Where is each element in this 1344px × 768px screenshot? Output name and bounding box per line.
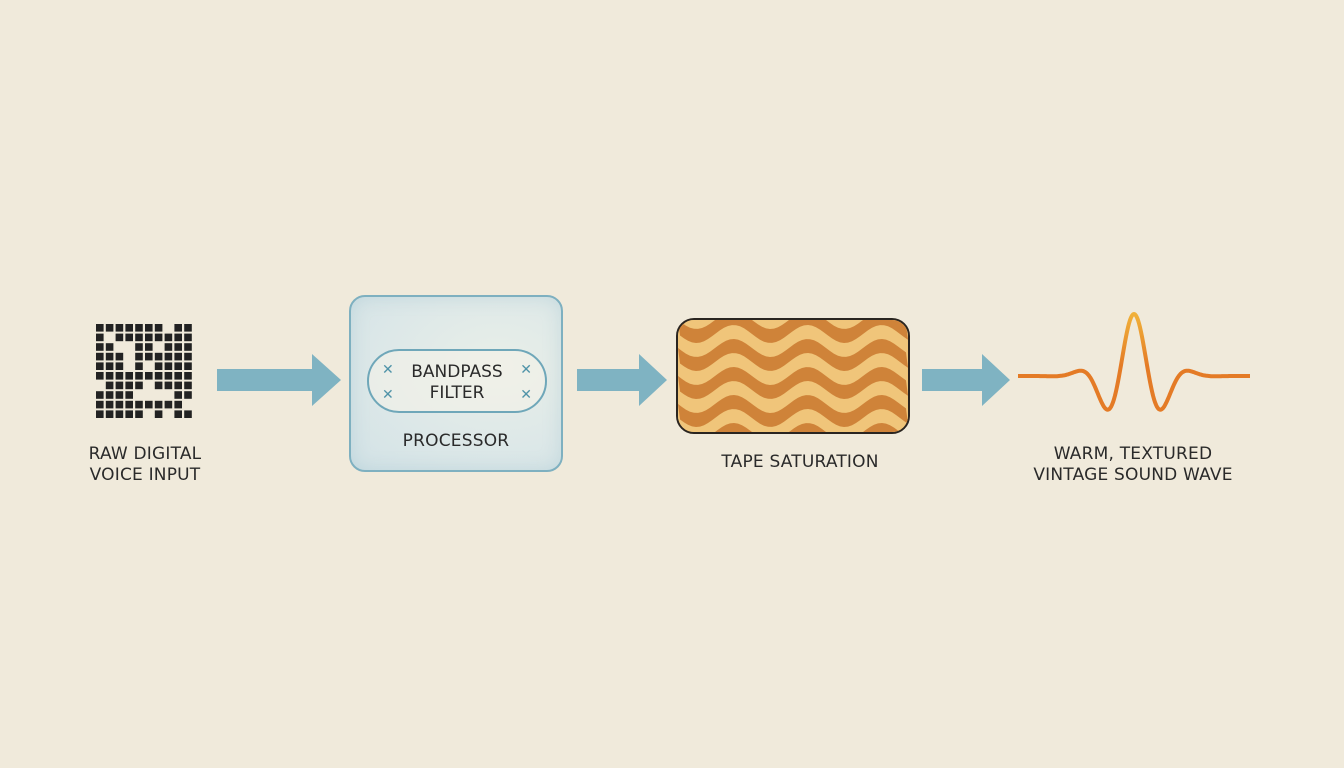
input-label-line1: RAW DIGITAL — [88, 444, 202, 464]
output-label: WARM, TEXTURED VINTAGE SOUND WAVE — [1022, 444, 1244, 486]
right-arrow-icon — [922, 354, 1010, 406]
filter-label-line2: FILTER — [429, 383, 485, 403]
input-label: RAW DIGITAL VOICE INPUT — [70, 444, 220, 486]
output-label-line2: VINTAGE SOUND WAVE — [1033, 465, 1233, 485]
filter-label-line1: BANDPASS — [411, 362, 503, 382]
tape-saturation-block — [676, 318, 910, 434]
pixel-grid-icon — [96, 324, 194, 420]
filter-label: BANDPASS FILTER — [369, 362, 545, 404]
x-mark-icon: ✕ — [520, 362, 532, 378]
sound-wave-icon — [1016, 300, 1252, 436]
input-label-line2: VOICE INPUT — [89, 465, 201, 485]
tape-label: TAPE SATURATION — [721, 452, 879, 472]
bandpass-filter: ✕ ✕ ✕ ✕ BANDPASS FILTER — [367, 349, 547, 413]
right-arrow-icon — [217, 354, 341, 406]
processor-block: ✕ ✕ ✕ ✕ BANDPASS FILTER PROCESSOR — [349, 295, 563, 472]
x-mark-icon: ✕ — [382, 387, 394, 403]
right-arrow-icon — [577, 354, 667, 406]
output-label-line1: WARM, TEXTURED — [1053, 444, 1213, 464]
x-mark-icon: ✕ — [520, 387, 532, 403]
x-mark-icon: ✕ — [382, 362, 394, 378]
processor-label: PROCESSOR — [402, 431, 510, 451]
